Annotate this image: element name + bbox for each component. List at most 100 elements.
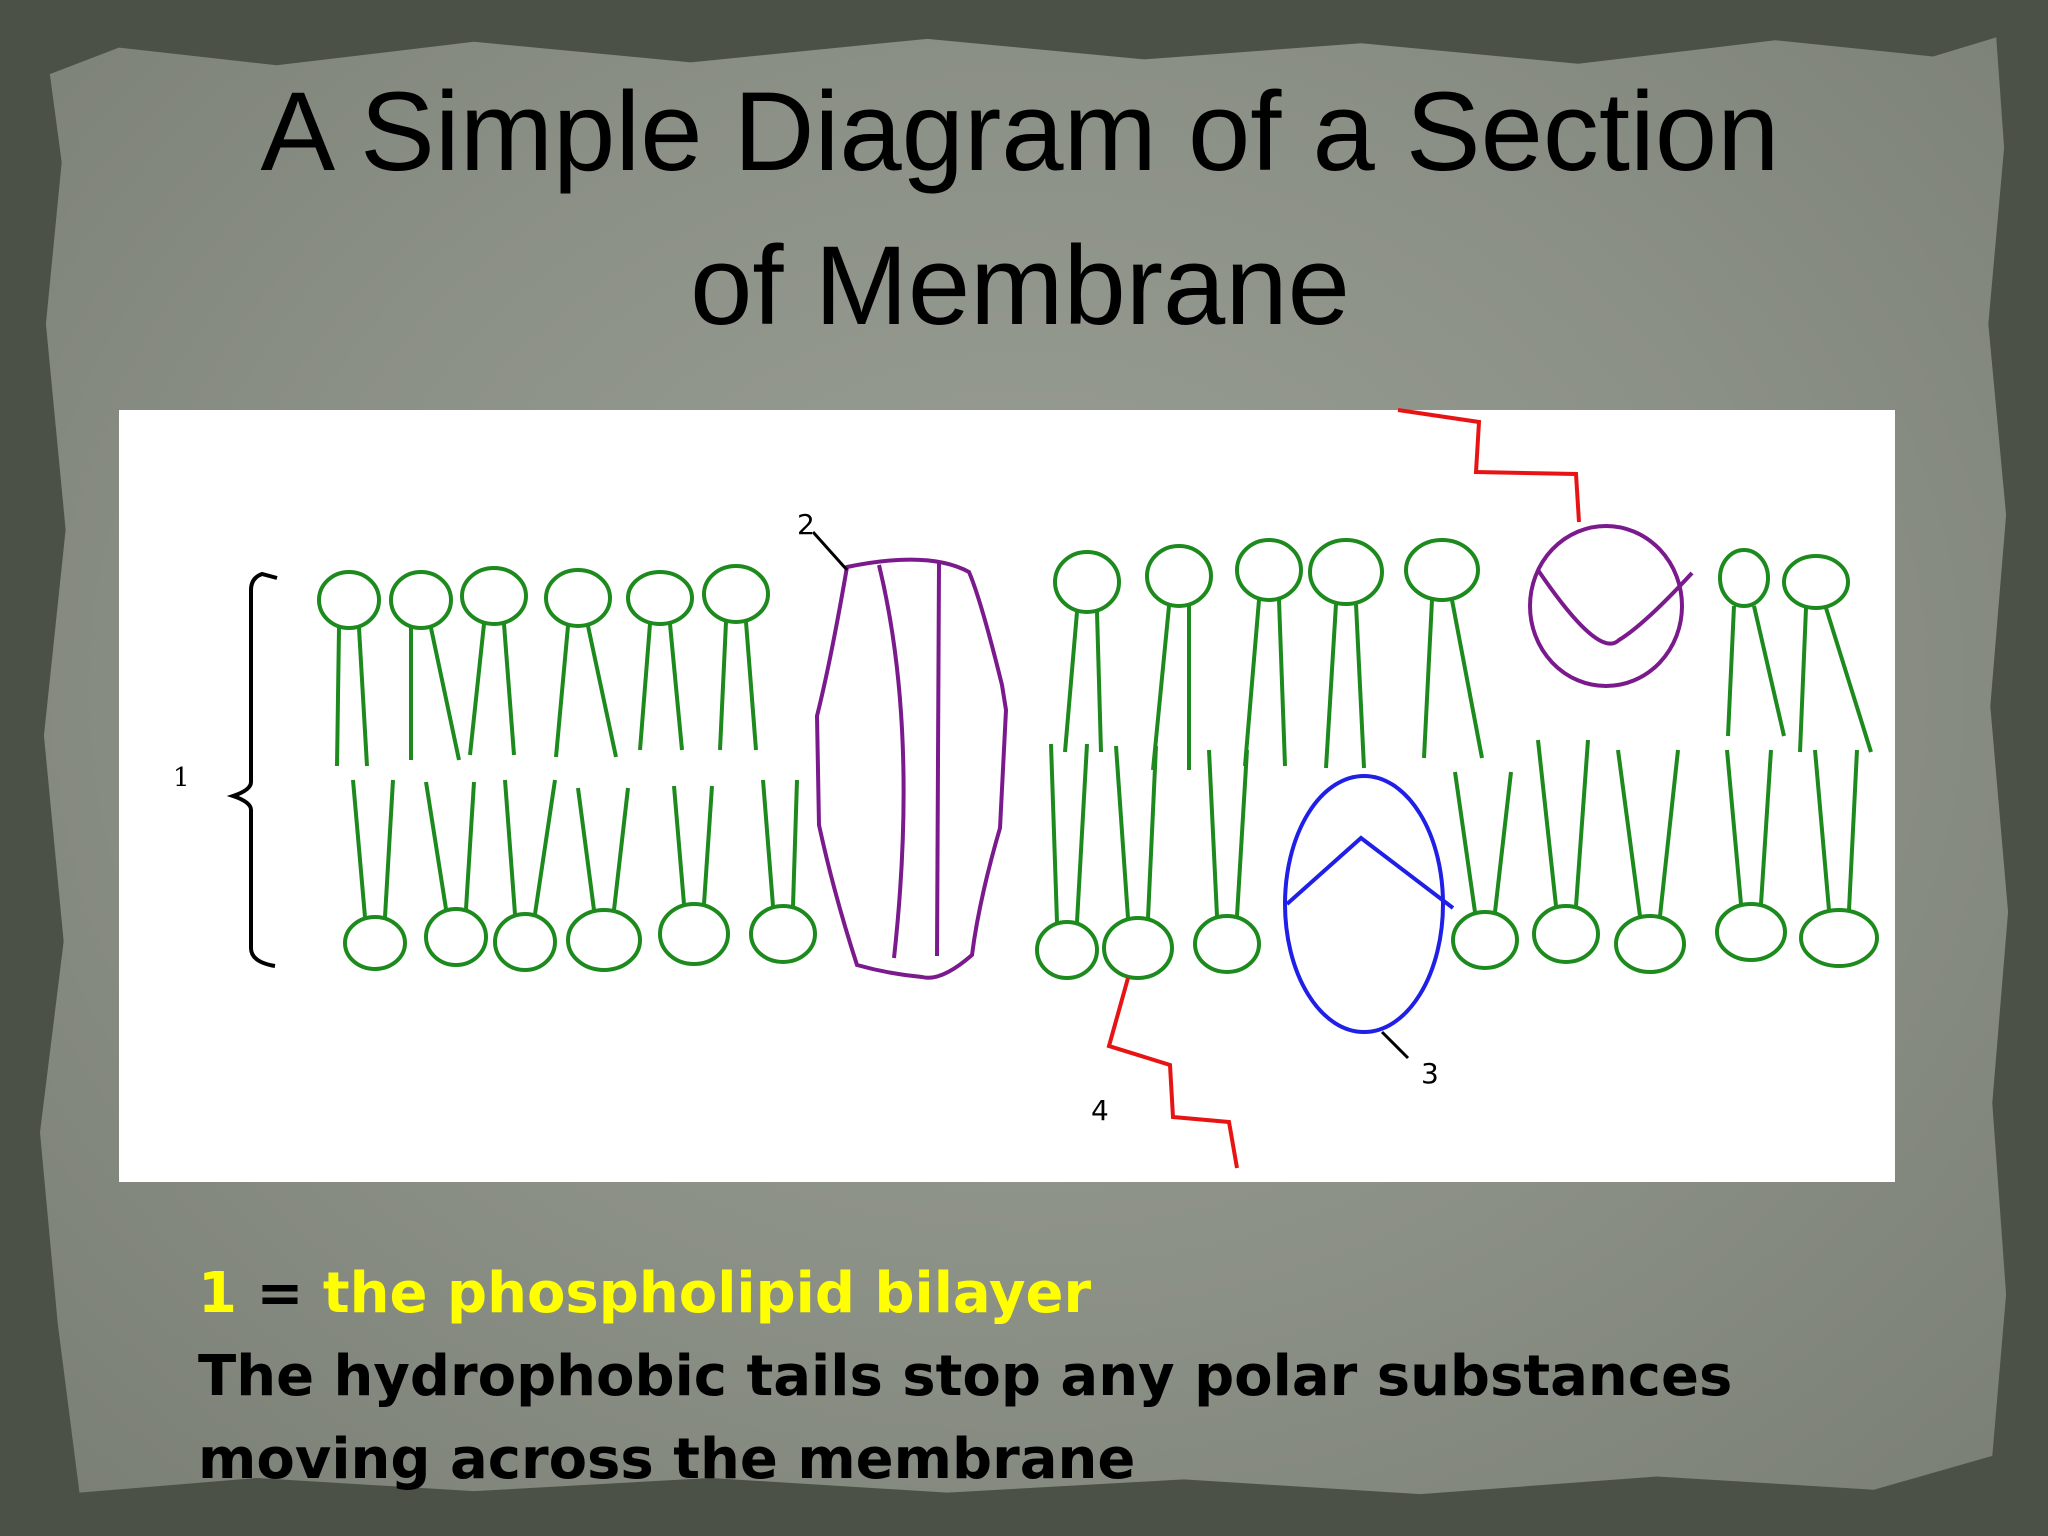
phospholipid-tail-bottom bbox=[1114, 745, 1130, 919]
phospholipid-head-top bbox=[544, 568, 612, 628]
slide-title: A Simple Diagram of a Section of Membran… bbox=[80, 55, 1960, 363]
phospholipid-tail-bottom bbox=[1453, 771, 1477, 913]
membrane-diagram-svg: 1 2 3 4 bbox=[173, 408, 1879, 1169]
phospholipid-tail-top bbox=[502, 623, 516, 756]
phospholipid-head-bottom bbox=[493, 912, 557, 972]
phospholipid-tail-bottom bbox=[576, 787, 596, 911]
phospholipid-tail-bottom bbox=[1536, 739, 1558, 907]
membrane-diagram: 1 2 3 4 bbox=[119, 408, 1895, 1182]
phospholipid-tail-top bbox=[1151, 605, 1171, 771]
carrier-protein-v bbox=[1285, 835, 1455, 910]
phospholipid-head-top bbox=[702, 564, 770, 624]
label-1: 1 bbox=[173, 763, 190, 793]
label-4: 4 bbox=[1091, 1094, 1109, 1127]
phospholipid-tail-top bbox=[1277, 599, 1287, 767]
phospholipid-head-bottom bbox=[658, 902, 730, 966]
surface-protein-outline bbox=[1528, 524, 1684, 688]
phospholipid-head-bottom bbox=[566, 908, 642, 972]
phospholipid-tail-top bbox=[468, 623, 486, 756]
phospholipid-tail-top bbox=[1063, 611, 1079, 753]
phospholipid-head-bottom bbox=[1102, 916, 1174, 980]
phospholipid-tail-bottom bbox=[383, 779, 395, 918]
bilayer-brace bbox=[226, 571, 278, 968]
phospholipid-tail-bottom bbox=[351, 779, 367, 918]
phospholipid-head-top bbox=[460, 566, 528, 626]
channel-protein bbox=[814, 557, 1009, 980]
phospholipid-tail-bottom bbox=[503, 779, 517, 915]
phospholipid-head-bottom bbox=[1035, 920, 1099, 980]
phospholipid-tail-bottom bbox=[761, 779, 775, 907]
phospholipid-tail-top bbox=[1243, 599, 1261, 767]
phospholipid-tail-bottom bbox=[1658, 749, 1680, 917]
phospholipid-tail-bottom bbox=[1847, 749, 1859, 911]
phospholipid-head-bottom bbox=[1532, 904, 1600, 964]
phospholipid-tail-bottom bbox=[1616, 749, 1642, 917]
phospholipid-tail-top bbox=[668, 623, 684, 751]
phospholipid-tail-top bbox=[1324, 603, 1338, 769]
phospholipid-tail-top bbox=[335, 627, 341, 767]
phospholipid-tail-top bbox=[718, 621, 728, 751]
phospholipid-tail-top bbox=[1354, 603, 1366, 769]
phospholipid-head-top bbox=[1782, 554, 1850, 610]
phospholipid-head-bottom bbox=[424, 907, 488, 967]
caption-equals: = bbox=[256, 1261, 304, 1326]
phospholipid-tail-bottom bbox=[1075, 743, 1089, 923]
phospholipid-tail-top bbox=[554, 625, 570, 758]
label-2-pointer bbox=[811, 530, 849, 572]
phospholipid-head-bottom bbox=[1799, 908, 1879, 968]
phospholipid-tail-bottom bbox=[1207, 749, 1219, 917]
caption-term: the phospholipid bilayer bbox=[322, 1261, 1092, 1326]
phospholipid-tail-top bbox=[1095, 611, 1103, 753]
phospholipid-head-bottom bbox=[1193, 914, 1261, 974]
phospholipid-molecules bbox=[317, 538, 1879, 980]
caption-line-2: The hydrophobic tails stop any polar sub… bbox=[198, 1344, 1733, 1409]
phospholipid-tail-top bbox=[638, 623, 652, 751]
phospholipid-tail-bottom bbox=[612, 787, 630, 911]
label-3-pointer bbox=[1380, 1030, 1410, 1060]
phospholipid-tail-top bbox=[357, 627, 369, 767]
phospholipid-head-top bbox=[1053, 550, 1121, 614]
glyco-chain-bottom bbox=[1106, 977, 1239, 1169]
phospholipid-tail-bottom bbox=[1146, 745, 1158, 919]
title-line-1: A Simple Diagram of a Section bbox=[260, 69, 1780, 194]
phospholipid-tail-top bbox=[1726, 605, 1736, 737]
surface-protein-v bbox=[1536, 568, 1694, 646]
phospholipid-tail-bottom bbox=[1235, 749, 1249, 917]
phospholipid-tail-bottom bbox=[791, 779, 799, 907]
phospholipid-tail-bottom bbox=[702, 785, 714, 905]
phospholipid-tail-bottom bbox=[1574, 739, 1590, 907]
phospholipid-head-bottom bbox=[1614, 914, 1686, 974]
label-2: 2 bbox=[797, 508, 815, 541]
phospholipid-tail-top bbox=[1824, 607, 1873, 753]
phospholipid-tail-bottom bbox=[464, 781, 476, 910]
carrier-protein-outline bbox=[1283, 774, 1445, 1034]
phospholipid-tail-bottom bbox=[1759, 749, 1773, 905]
phospholipid-tail-top bbox=[429, 627, 461, 761]
phospholipid-tail-bottom bbox=[1725, 749, 1743, 905]
caption-heading: 1 = the phospholipid bilayer bbox=[198, 1252, 1898, 1335]
phospholipid-tail-top bbox=[586, 625, 618, 758]
channel-protein-inner-left bbox=[877, 564, 906, 959]
phospholipid-head-bottom bbox=[343, 915, 407, 971]
phospholipid-tail-bottom bbox=[424, 781, 448, 910]
phospholipid-head-top bbox=[1145, 544, 1213, 608]
phospholipid-head-top bbox=[1718, 548, 1770, 608]
phospholipid-tail-bottom bbox=[533, 779, 557, 915]
phospholipid-head-top bbox=[1235, 538, 1303, 602]
phospholipid-head-top bbox=[389, 570, 453, 630]
channel-protein-inner-right bbox=[935, 562, 941, 957]
phospholipid-tail-bottom bbox=[1813, 749, 1831, 911]
caption-line-3: moving across the membrane bbox=[198, 1427, 1136, 1492]
phospholipid-tail-top bbox=[1752, 605, 1786, 737]
phospholipid-head-top bbox=[626, 570, 694, 626]
phospholipid-head-bottom bbox=[1715, 902, 1787, 962]
phospholipid-head-bottom bbox=[1451, 910, 1519, 970]
phospholipid-tail-top bbox=[1450, 599, 1484, 759]
title-line-2: of Membrane bbox=[690, 223, 1350, 348]
glyco-chain-top bbox=[1397, 408, 1581, 523]
phospholipid-tail-bottom bbox=[672, 785, 686, 905]
caption-number: 1 bbox=[198, 1261, 237, 1326]
phospholipid-tail-bottom bbox=[1493, 771, 1513, 913]
caption: 1 = the phospholipid bilayer The hydroph… bbox=[198, 1252, 1898, 1501]
label-3: 3 bbox=[1421, 1057, 1439, 1090]
